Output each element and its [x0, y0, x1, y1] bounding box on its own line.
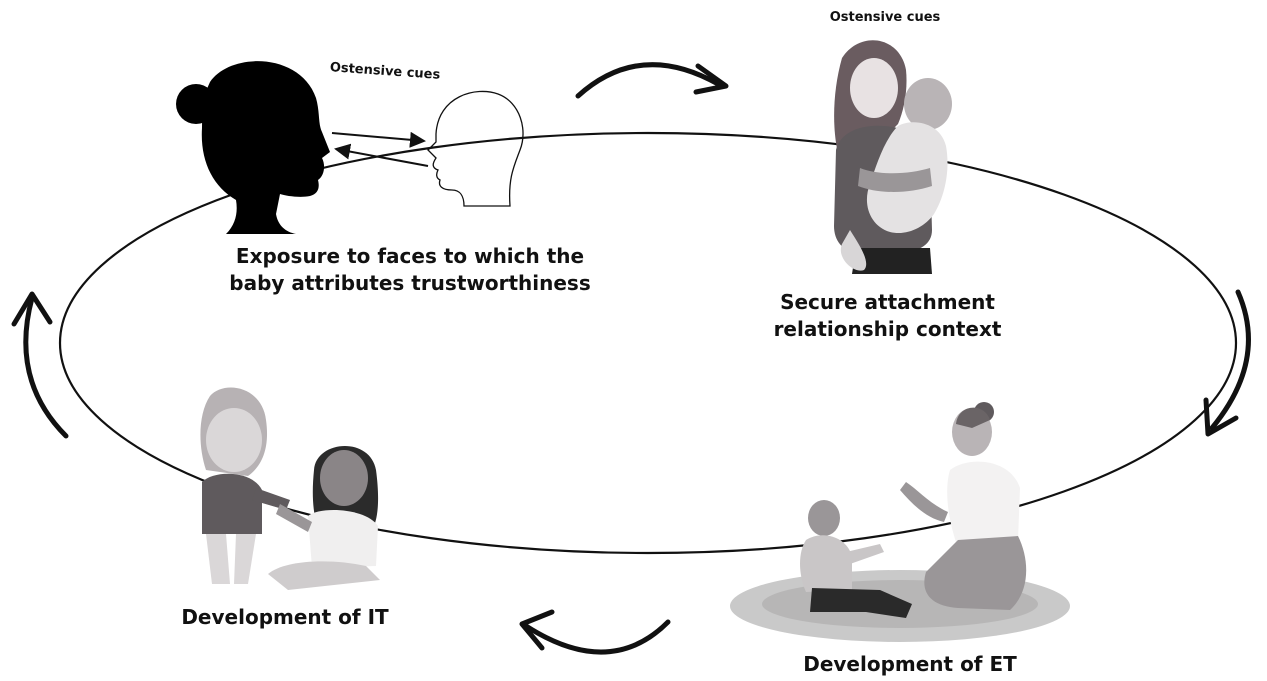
label-secure-attachment: Secure attachment relationship context — [760, 289, 1015, 343]
arrowhead-right — [1203, 397, 1239, 437]
arrow-top — [575, 62, 721, 99]
label-exposure-line-1: Exposure to faces to which the — [235, 244, 585, 268]
arrow-right — [1209, 289, 1251, 431]
adult-silhouette-icon — [176, 61, 330, 234]
parent-playing-with-child-illustration — [730, 402, 1070, 642]
label-secure-line-1: Secure attachment — [780, 290, 995, 314]
label-secure-line-2: relationship context — [773, 317, 1002, 341]
arrowhead-top — [693, 63, 729, 95]
mother-holding-baby-illustration — [834, 40, 952, 274]
arrowhead-bottom — [519, 609, 555, 651]
children-playing-illustration — [200, 387, 380, 590]
label-exposure-line-2: baby attributes trustworthiness — [229, 271, 591, 295]
cue-arrow-to-baby — [331, 131, 426, 148]
arrow-bottom — [523, 619, 671, 655]
label-development-et: Development of ET — [803, 652, 1017, 676]
baby-head-outline-icon — [427, 90, 524, 207]
arrowhead-left — [11, 291, 53, 327]
label-development-it: Development of IT — [181, 605, 389, 629]
arrow-left — [23, 295, 69, 439]
cycle-ellipse — [58, 131, 1238, 555]
cue-arrow-to-adult — [334, 143, 429, 167]
label-ostensive-cues-right: Ostensive cues — [829, 10, 941, 25]
label-exposure-to-faces: Exposure to faces to which the baby attr… — [205, 243, 615, 297]
